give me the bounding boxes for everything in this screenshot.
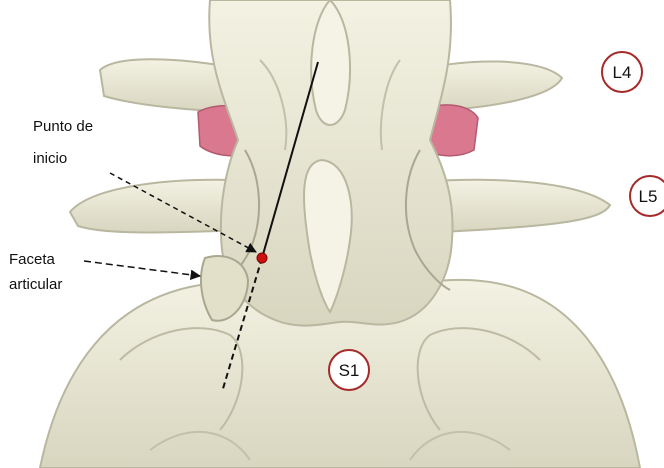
- vertebral-column: [201, 0, 453, 326]
- s1-label: S1: [329, 350, 369, 390]
- entry-point-label-line2: inicio: [33, 150, 67, 167]
- l4-label-text: L4: [613, 63, 632, 82]
- facet-arrow: [84, 261, 200, 276]
- facet-label-line2: articular: [9, 276, 62, 293]
- l5-label-text: L5: [639, 187, 658, 206]
- facet-label-line1: Faceta: [9, 251, 56, 268]
- s1-label-text: S1: [339, 361, 360, 380]
- entry-point-label-line1: Punto de: [33, 118, 93, 135]
- l4-label: L4: [602, 52, 642, 92]
- l5-label: L5: [630, 176, 664, 216]
- entry-point-dot: [257, 253, 267, 263]
